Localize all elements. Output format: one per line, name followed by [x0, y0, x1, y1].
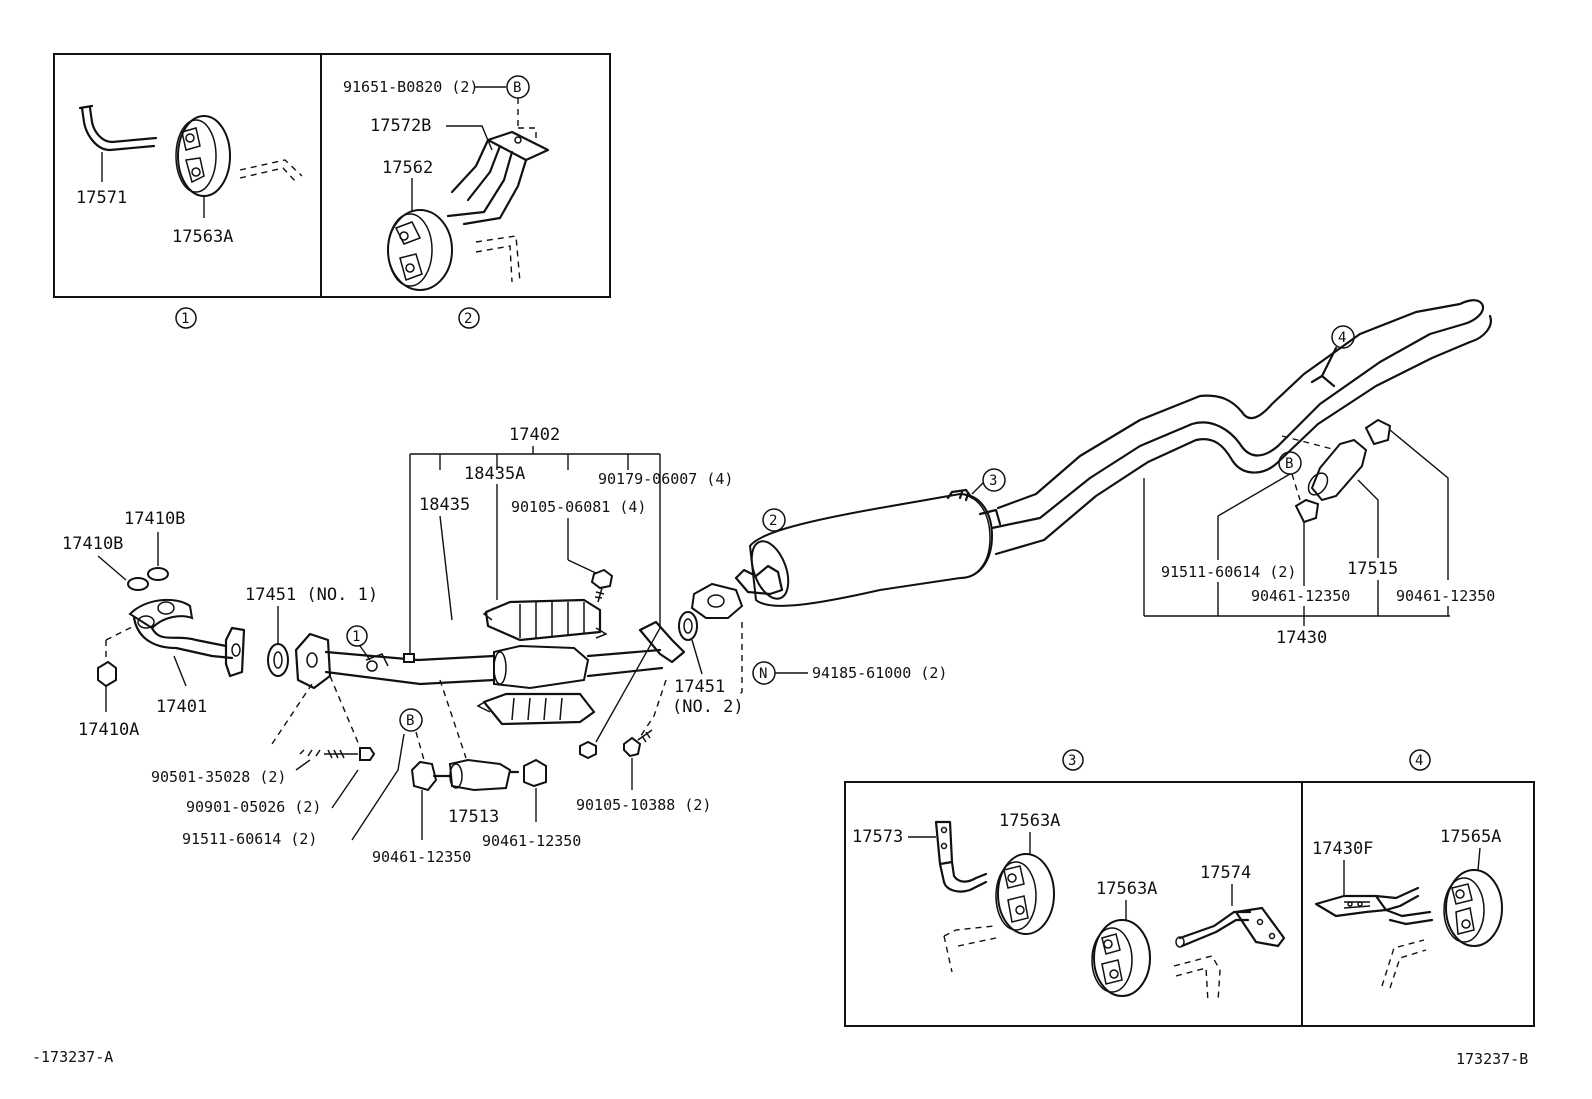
callout-b-inset-2: B: [513, 80, 521, 96]
part-17410a: 17410A: [78, 720, 139, 740]
inset-3-part-17573: 17573: [852, 827, 903, 847]
inset-1-exhaust-hanger-bracket: 17571: [76, 104, 158, 208]
callout-2-label: 2: [464, 311, 472, 327]
inset-4-frame: [1301, 781, 1535, 1027]
inset-3-part-17574: 17574: [1200, 863, 1251, 883]
inset-3-rubber-17563a-left: 17563A: [995, 811, 1060, 935]
callout-4-bottom-label: 4: [1415, 753, 1423, 769]
part-17401: 17401: [156, 697, 207, 717]
part-17410b-a: 17410B: [124, 509, 185, 529]
main-muffler-assembly: 2 3: [690, 468, 1006, 619]
nut-90179-06007: [579, 627, 661, 760]
gasket-17451-no1: 17451 (NO. 1): [245, 585, 378, 677]
callout-2-top: 2: [458, 307, 480, 329]
inset-3-bracket-17574: 17574: [1173, 863, 1286, 1003]
rear-sub-assembly-17430: B 91511-60614 (2) 17515 90461-12350 9046…: [1143, 418, 1495, 648]
callout-n: N: [759, 666, 767, 682]
inset-4-part-17430f: 17430F: [1312, 839, 1373, 859]
callout-1-top: 1: [175, 307, 197, 329]
callout-b-main-left: B: [406, 713, 414, 729]
tail-pipe: 4: [990, 299, 1492, 556]
studs-90501-90901: 90501-35028 (2) 90901-05026 (2): [151, 675, 376, 816]
part-90901-05026: 90901-05026 (2): [186, 798, 321, 816]
gasket-17451-no2: 17451 (NO. 2): [672, 611, 744, 717]
callout-3-bottom: 3: [1062, 749, 1084, 771]
part-17410b-b: 17410B: [62, 534, 123, 554]
inset-3-bracket-17573: 17573: [852, 820, 997, 973]
callout-3-main: 3: [989, 473, 997, 489]
nut-17410a: 17410A: [78, 625, 139, 740]
bolt-90105-10388: 90105-10388 (2): [576, 729, 711, 814]
figure-code-left: -173237-A: [32, 1048, 113, 1066]
inset-2-part-17572b: 17572B: [370, 116, 431, 136]
inset-1-part-17571: 17571: [76, 188, 127, 208]
part-90461-12350-b: 90461-12350: [482, 832, 581, 850]
inset-3-part-17563a-a: 17563A: [999, 811, 1060, 831]
part-18435: 18435: [419, 495, 470, 515]
part-17451-no1: 17451 (NO. 1): [245, 585, 378, 605]
part-90105-10388: 90105-10388 (2): [576, 796, 711, 814]
part-17513: 17513: [448, 807, 499, 827]
callout-4-bottom: 4: [1409, 749, 1431, 771]
part-17402: 17402: [509, 425, 560, 445]
inset-2-part-91651-b0820: 91651-B0820 (2): [343, 78, 478, 96]
part-90105-06081: 90105-06081 (4): [511, 498, 646, 516]
inset-3-rubber-17563a-right: 17563A: [1091, 879, 1157, 997]
part-17451-no2-suffix: (NO. 2): [672, 697, 744, 717]
sub-muffler-17513: B 91511-60614 (2) 17513 90461-12350 9046…: [182, 679, 581, 866]
part-90461-12350-a: 90461-12350: [372, 848, 471, 866]
center-pipe-with-converter: [294, 620, 686, 690]
inset-4-bracket-17430f: 17430F: [1312, 839, 1434, 989]
callout-b-main-right: B: [1285, 456, 1293, 472]
inset-4-part-17565a: 17565A: [1440, 827, 1501, 847]
bolt-90105-06081: [590, 568, 614, 603]
part-91511-60614-left: 91511-60614 (2): [182, 830, 317, 848]
part-90461-12350-d: 90461-12350: [1396, 587, 1495, 605]
part-17515: 17515: [1347, 559, 1398, 579]
inset-1-rubber-hanger: 17563A: [172, 115, 303, 247]
callout-2-main: 2: [769, 513, 777, 529]
inset-4-rubber-17565a: 17565A: [1440, 827, 1503, 947]
part-18435a: 18435A: [464, 464, 525, 484]
heat-shield-upper-18435a: [482, 598, 608, 642]
callout-4-main: 4: [1338, 330, 1346, 346]
callout-1-label: 1: [181, 311, 189, 327]
inset-2-frame: [320, 53, 611, 298]
gasket-17410b: 17410B 17410B: [62, 509, 185, 591]
heat-shield-lower-18435: [476, 692, 596, 726]
inset-2-bolt-label: 91651-B0820 (2) B: [343, 75, 537, 140]
front-exhaust-pipe-17401: 17401: [128, 598, 246, 717]
inset-2-part-17562: 17562: [382, 158, 433, 178]
part-91511-60614-right: 91511-60614 (2): [1161, 563, 1296, 581]
inset-3-part-17563a-b: 17563A: [1096, 879, 1157, 899]
inset-2-bracket-17572b: 17572B: [370, 116, 550, 226]
part-90461-12350-c: 90461-12350: [1251, 587, 1350, 605]
inset-1-part-17563a: 17563A: [172, 227, 233, 247]
spring-94185: N 94185-61000 (2): [637, 622, 947, 741]
inset-2-rubber-hanger-17562: 17562: [382, 158, 521, 291]
part-90501-35028: 90501-35028 (2): [151, 768, 286, 786]
inset-3-frame: [844, 781, 1303, 1027]
assembly-17402-bracket: 17402 18435A 90179-06007 (4) 18435 90105…: [409, 425, 733, 658]
figure-code-right: 173237-B: [1456, 1050, 1528, 1068]
part-90179-06007: 90179-06007 (4): [598, 470, 733, 488]
callout-1-main-label: 1: [352, 629, 360, 645]
part-17451-no2: 17451: [674, 677, 725, 697]
callout-1-main: 1: [346, 625, 371, 661]
part-94185-61000: 94185-61000 (2): [812, 664, 947, 682]
callout-3-bottom-label: 3: [1068, 753, 1076, 769]
part-17430: 17430: [1276, 628, 1327, 648]
